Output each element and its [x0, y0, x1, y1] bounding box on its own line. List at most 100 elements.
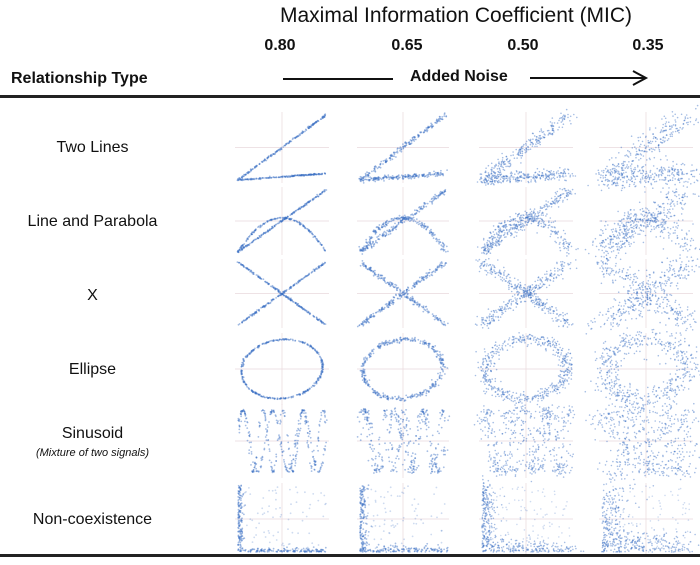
data-point: [391, 299, 394, 302]
data-point: [666, 269, 668, 271]
data-point: [607, 252, 609, 255]
data-point: [312, 197, 315, 200]
data-point: [493, 233, 496, 236]
data-point: [398, 293, 400, 295]
data-point: [624, 167, 627, 169]
data-point: [279, 149, 281, 152]
data-point: [602, 174, 604, 177]
data-point: [267, 219, 270, 222]
data-point: [322, 246, 325, 249]
data-point: [653, 156, 656, 159]
data-point: [412, 136, 414, 139]
data-point: [618, 246, 620, 248]
data-point: [413, 282, 415, 284]
data-point: [385, 158, 388, 161]
data-point: [680, 274, 683, 276]
data-point: [560, 121, 563, 123]
data-point: [601, 180, 603, 183]
data-point: [567, 113, 569, 116]
data-point: [526, 291, 528, 293]
data-point: [515, 306, 518, 308]
data-point: [371, 242, 374, 245]
data-point: [587, 184, 589, 187]
data-point: [612, 238, 614, 240]
data-point: [514, 231, 516, 233]
data-point: [649, 220, 652, 222]
data-point: [645, 172, 648, 174]
data-point: [527, 213, 530, 216]
data-point: [474, 323, 477, 326]
data-point: [606, 185, 609, 187]
data-point: [662, 126, 664, 129]
data-point: [670, 128, 672, 130]
data-point: [546, 174, 548, 176]
data-point: [500, 278, 502, 281]
data-point: [690, 173, 693, 176]
data-point: [362, 250, 365, 252]
data-point: [619, 247, 622, 249]
data-point: [393, 155, 396, 158]
data-point: [677, 171, 679, 173]
data-point: [618, 226, 621, 229]
data-point: [688, 230, 690, 232]
data-point: [319, 118, 322, 121]
data-point: [630, 226, 632, 229]
data-point: [546, 273, 548, 275]
data-point: [313, 172, 316, 175]
data-point: [665, 121, 668, 123]
data-point: [313, 269, 316, 272]
data-point: [296, 135, 299, 138]
data-point: [377, 273, 380, 276]
data-point: [523, 214, 525, 217]
data-point: [309, 173, 312, 176]
data-point: [270, 285, 272, 288]
data-point: [622, 180, 624, 183]
data-point: [630, 235, 633, 237]
data-point: [239, 179, 242, 181]
data-point: [293, 137, 296, 139]
data-point: [563, 265, 565, 267]
data-point: [645, 177, 648, 180]
data-point: [549, 121, 552, 123]
data-point: [284, 175, 286, 178]
data-point: [390, 218, 393, 220]
data-point: [267, 177, 270, 180]
data-point: [261, 160, 264, 163]
data-point: [559, 241, 561, 244]
data-point: [274, 176, 276, 179]
data-point: [676, 173, 679, 175]
data-point: [683, 181, 685, 183]
data-point: [527, 177, 529, 179]
data-point: [486, 182, 488, 184]
data-point: [548, 205, 550, 207]
data-point: [556, 261, 558, 264]
data-point: [403, 290, 406, 292]
data-point: [515, 220, 517, 222]
data-point: [251, 241, 254, 243]
data-point: [391, 158, 394, 161]
data-point: [653, 228, 656, 230]
data-point: [487, 176, 490, 179]
data-point: [638, 159, 640, 161]
data-point: [555, 198, 557, 200]
data-point: [318, 240, 320, 243]
data-point: [647, 145, 649, 147]
data-point: [498, 234, 501, 237]
data-point: [515, 302, 517, 304]
data-point: [655, 236, 657, 238]
data-point: [506, 229, 508, 231]
data-point: [613, 236, 615, 238]
data-point: [300, 174, 303, 177]
data-point: [671, 133, 673, 136]
data-point: [667, 217, 670, 220]
data-point: [652, 165, 655, 167]
data-point: [563, 238, 566, 240]
data-point: [688, 248, 691, 251]
data-point: [632, 143, 635, 145]
data-point: [510, 283, 513, 286]
data-point: [562, 169, 565, 171]
data-point: [515, 212, 517, 215]
data-point: [658, 174, 660, 176]
data-point: [263, 160, 265, 162]
data-point: [667, 231, 670, 234]
